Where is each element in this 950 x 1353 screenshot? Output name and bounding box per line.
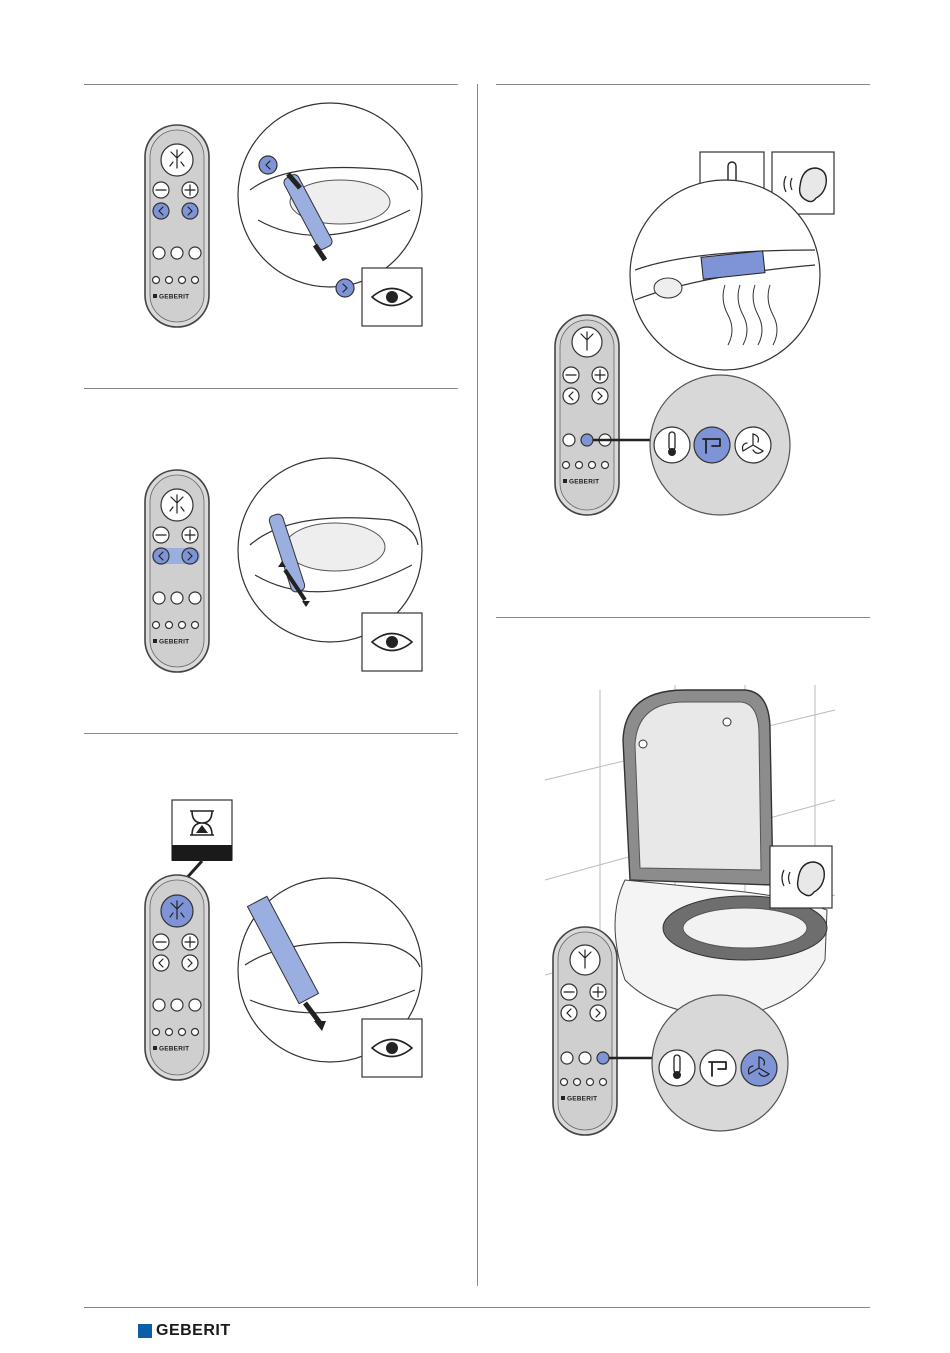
remote-control: GEBERIT bbox=[555, 315, 619, 515]
dryer-button bbox=[694, 427, 730, 463]
remote-control: GEBERIT bbox=[145, 125, 209, 327]
divider-top-right bbox=[496, 84, 870, 85]
remote-brand-label: GEBERIT bbox=[567, 1096, 597, 1103]
eye-icon bbox=[362, 1019, 422, 1077]
button-zoom-callout bbox=[650, 375, 790, 515]
divider-lower-left bbox=[84, 733, 458, 734]
eye-icon bbox=[362, 613, 422, 671]
fan-icon bbox=[735, 427, 771, 463]
dryer-closeup-illustration bbox=[630, 180, 820, 370]
remote-control: GEBERIT bbox=[145, 875, 209, 1080]
column-divider bbox=[477, 84, 478, 1286]
remote-brand-label: GEBERIT bbox=[159, 294, 189, 301]
step-1-figure: GEBERIT bbox=[140, 110, 440, 340]
fan-icon bbox=[741, 1050, 777, 1086]
arrow-right-button bbox=[182, 203, 198, 219]
remote-brand-label: GEBERIT bbox=[159, 1046, 189, 1053]
hourglass-icon bbox=[172, 800, 232, 881]
thermometer-icon bbox=[654, 427, 690, 463]
divider-lower-right bbox=[496, 617, 870, 618]
eye-icon bbox=[362, 268, 422, 326]
button-zoom-callout bbox=[652, 995, 788, 1131]
divider-top-left bbox=[84, 84, 458, 85]
step-2-figure: GEBERIT bbox=[140, 455, 440, 685]
arrow-left-button bbox=[153, 203, 169, 219]
step-5-figure: GEBERIT bbox=[545, 680, 845, 1140]
step-4-figure: GEBERIT bbox=[550, 150, 850, 520]
remote-brand-label: GEBERIT bbox=[159, 639, 189, 646]
thermometer-icon bbox=[659, 1050, 695, 1086]
footer-brand-logo: GEBERIT bbox=[138, 1322, 231, 1340]
footer-rule bbox=[84, 1307, 870, 1308]
remote-control: GEBERIT bbox=[553, 927, 617, 1135]
dryer-icon bbox=[700, 1050, 736, 1086]
divider-mid-left bbox=[84, 388, 458, 389]
arrow-left-button bbox=[153, 548, 169, 564]
dryer-icon bbox=[694, 427, 730, 463]
brand-logo-text: GEBERIT bbox=[156, 1322, 231, 1340]
ear-icon bbox=[770, 846, 832, 908]
brand-logo-square bbox=[138, 1324, 152, 1338]
step-3-figure: GEBERIT bbox=[140, 795, 440, 1085]
remote-control: GEBERIT bbox=[145, 470, 209, 672]
remote-brand-label: GEBERIT bbox=[569, 479, 599, 486]
arrow-right-button bbox=[182, 548, 198, 564]
